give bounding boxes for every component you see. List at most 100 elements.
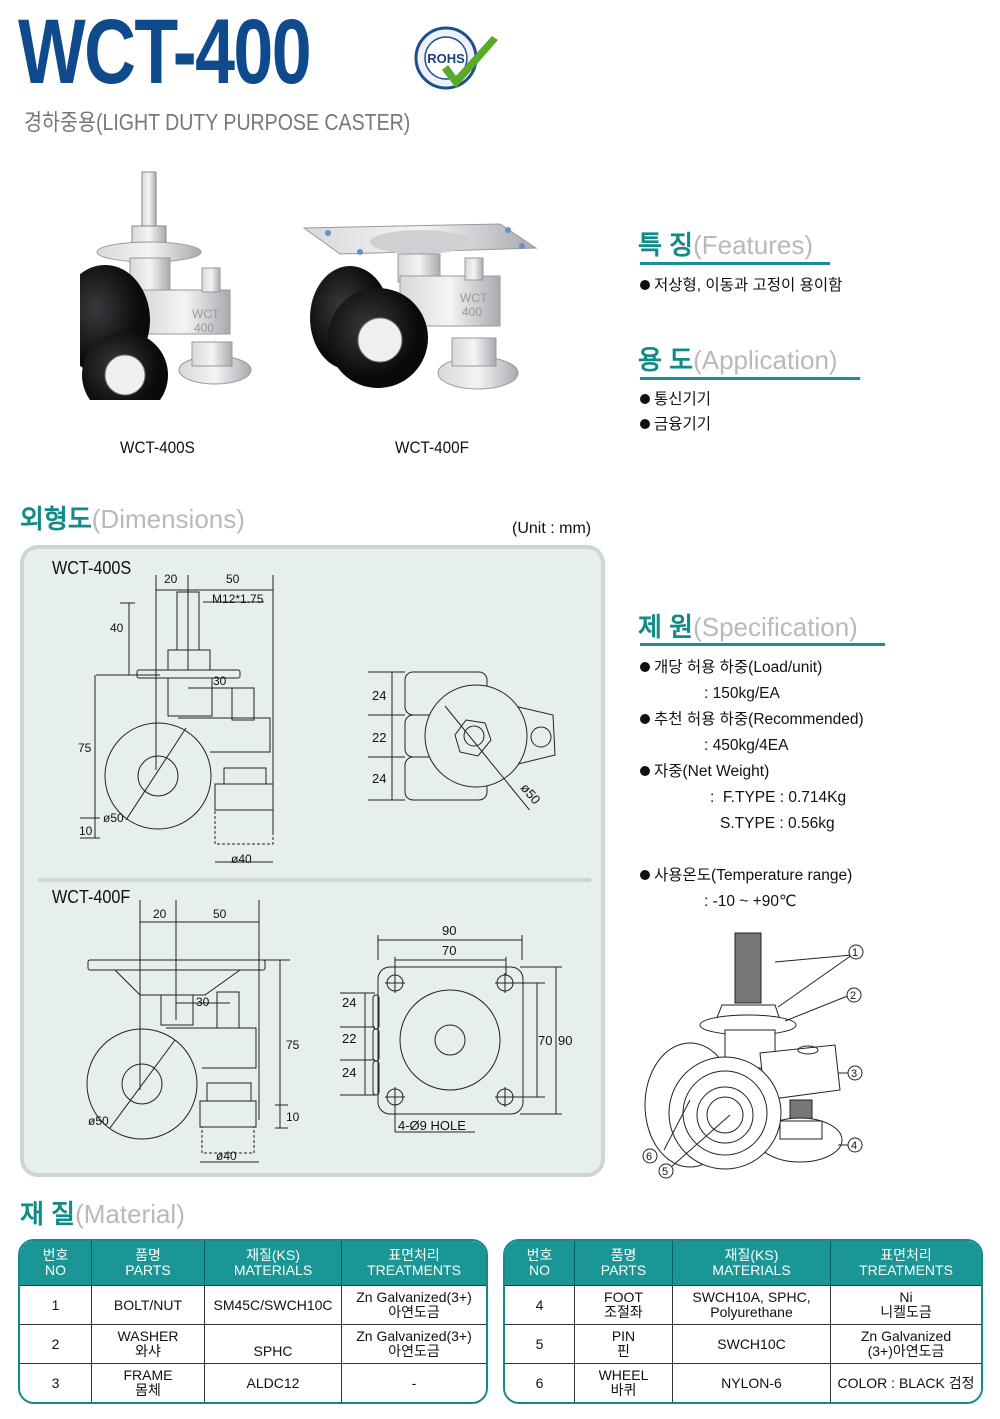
cell-no: 2 [20, 1324, 92, 1363]
specification-heading-ko: 제 원 [638, 612, 694, 642]
feature-item: 저상형, 이동과 고정이 용이함 [640, 273, 842, 299]
s-type-side-drawing: 20 50 M12*1.75 40 30 75 ø50 10 ø40 [78, 572, 274, 866]
product-subtitle: 경하중용(LIGHT DUTY PURPOSE CASTER) [24, 109, 411, 135]
callout-3: 3 [851, 1068, 857, 1080]
dim-plate-inner-h: 70 [538, 1033, 552, 1048]
dimensions-heading: 외형도(Dimensions) [20, 503, 245, 535]
spec-value: S.TYPE : 0.56kg [720, 815, 835, 832]
col-materials: 재질(KS)MATERIALS [205, 1241, 342, 1285]
caster-plate-type-photo: WCT 400 [300, 218, 540, 418]
f-type-model-label: WCT-400F [52, 887, 131, 907]
dim-f-height: 75 [286, 1038, 300, 1052]
svg-text:400: 400 [462, 305, 482, 319]
svg-text:400: 400 [194, 321, 214, 335]
dim-plate-outer-w: 90 [442, 923, 456, 938]
dim-plate-d2: 22 [342, 1031, 356, 1046]
callout-2: 2 [850, 990, 856, 1002]
application-underline [640, 377, 860, 380]
cell-no: 1 [20, 1285, 92, 1324]
cell-material: SWCH10C [673, 1324, 831, 1363]
material-heading-ko: 재 질 [20, 1199, 76, 1229]
spec-value: : F.TYPE : 0.714Kg [710, 789, 847, 806]
spec-value: : 450kg/4EA [704, 737, 789, 754]
cell-no: 4 [505, 1285, 575, 1324]
features-heading-ko: 특 징 [638, 230, 694, 260]
spec-label: 개당 허용 하중(Load/unit) [654, 659, 823, 676]
features-underline [640, 262, 830, 265]
application-text: 금융기기 [654, 416, 712, 433]
bullet-icon [640, 714, 650, 724]
svg-text:WCT: WCT [460, 291, 488, 305]
spec-label: 추천 허용 하중(Recommended) [654, 711, 864, 728]
dim-plate-inner-w: 70 [442, 943, 456, 958]
rohs-text: ROHS [427, 51, 465, 66]
dim-f-wheel: ø50 [88, 1114, 109, 1128]
caster-exploded-parts-diagram: 1 2 3 4 5 6 [642, 932, 864, 1179]
dimensions-heading-en: (Dimensions) [91, 504, 245, 534]
application-heading-ko: 용 도 [638, 345, 694, 375]
features-heading-en: (Features) [693, 230, 813, 260]
material-heading: 재 질(Material) [20, 1198, 185, 1230]
dim-width: 50 [226, 572, 240, 586]
callout-5: 5 [662, 1166, 668, 1178]
features-heading: 특 징(Features) [638, 229, 813, 261]
spec-item-load: 개당 허용 하중(Load/unit) [640, 655, 822, 681]
bullet-icon [640, 662, 650, 672]
f-type-side-drawing: 20 50 30 75 ø50 10 ø40 [86, 900, 300, 1163]
dim-stem: 40 [110, 621, 124, 635]
application-item: 통신기기 [640, 387, 711, 413]
cell-no: 5 [505, 1324, 575, 1363]
dim-f-offset: 20 [153, 907, 167, 921]
cell-material: ALDC12 [205, 1363, 342, 1402]
dim-thread: M12*1.75 [212, 592, 264, 606]
cell-part: BOLT/NUT [92, 1285, 205, 1324]
callout-6: 6 [646, 1151, 652, 1163]
dim-f-adjust: 10 [286, 1110, 300, 1124]
spec-label: 사용온도(Temperature range) [654, 867, 853, 884]
spec-value: : 150kg/EA [704, 685, 780, 702]
cell-no: 3 [20, 1363, 92, 1402]
application-heading: 용 도(Application) [638, 344, 838, 376]
spec-item-weight: 자중(Net Weight) [640, 759, 769, 785]
cell-material: NYLON-6 [673, 1363, 831, 1402]
callout-4: 4 [851, 1140, 857, 1152]
bullet-icon [640, 766, 650, 776]
application-text: 통신기기 [654, 391, 712, 408]
dim-top-wheel: ø50 [518, 780, 544, 807]
dim-plate-d1: 24 [342, 995, 356, 1010]
dim-plate-hole: 4-Ø9 HOLE [398, 1118, 466, 1133]
cell-treatment: Zn Galvanized(3+)아연도금 [342, 1285, 486, 1324]
col-materials: 재질(KS)MATERIALS [673, 1241, 831, 1285]
feature-text: 저상형, 이동과 고정이 용이함 [654, 277, 843, 294]
specification-underline [640, 643, 885, 646]
dim-swivel: 30 [213, 674, 227, 688]
unit-label: (Unit : mm) [512, 520, 592, 537]
dimensions-divider [38, 878, 591, 882]
rohs-compliant-badge: ROHS [412, 22, 502, 98]
f-type-plate-view-drawing: 90 70 70 90 24 22 24 4-Ø9 HOLE [340, 923, 572, 1133]
dim-top-d1: 24 [372, 688, 386, 703]
material-heading-en: (Material) [75, 1199, 185, 1229]
cell-material: SWCH10A, SPHC,Polyurethane [673, 1285, 831, 1324]
dim-f-swivel: 30 [196, 995, 210, 1009]
bullet-icon [640, 394, 650, 404]
product-label-plate: WCT-400F [395, 438, 469, 457]
dim-adjust: 10 [79, 824, 93, 838]
bullet-icon [640, 870, 650, 880]
table-row: 1 BOLT/NUT SM45C/SWCH10C Zn Galvanized(3… [20, 1285, 486, 1324]
spec-item-temperature: 사용온도(Temperature range) [640, 863, 852, 889]
cell-treatment: COLOR : BLACK 검정 [831, 1363, 981, 1402]
